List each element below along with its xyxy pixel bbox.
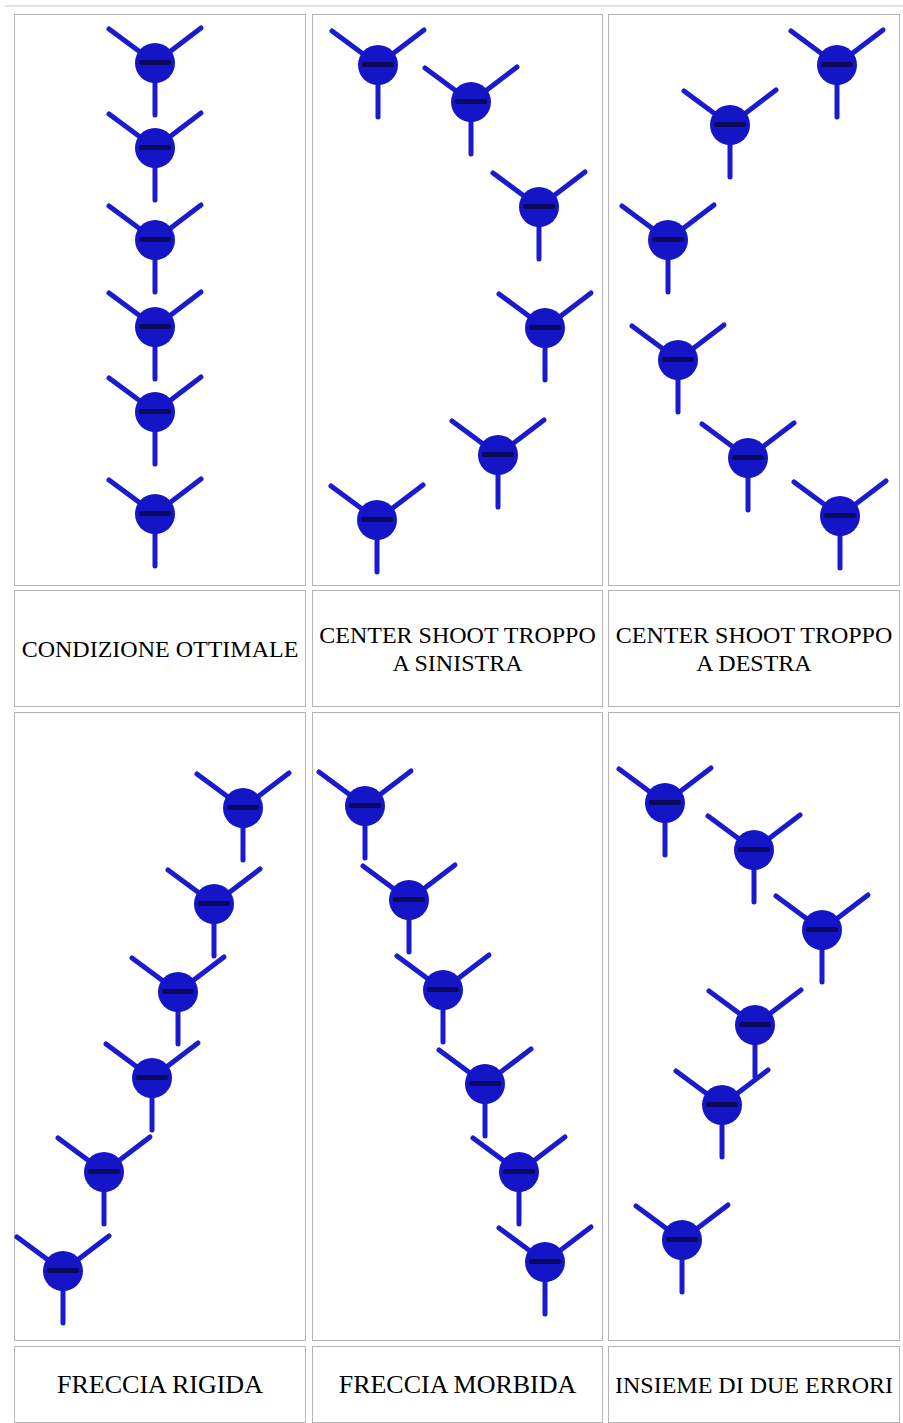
fletching-symbol [632, 325, 724, 412]
label-cell: CENTER SHOOT TROPPO A DESTRA [608, 590, 900, 707]
label-cell: FRECCIA MORBIDA [312, 1346, 603, 1423]
fletching-symbol [702, 423, 794, 510]
fletching-symbol [776, 895, 868, 982]
fletching-symbol [363, 865, 455, 952]
panel-label: CENTER SHOOT TROPPO A DESTRA [609, 621, 899, 677]
fletching-symbol [168, 869, 260, 956]
fletching-symbol [622, 205, 714, 292]
panel-label: CENTER SHOOT TROPPO A SINISTRA [313, 621, 602, 677]
fletching-symbol [132, 957, 224, 1044]
fletching-symbol [332, 30, 424, 117]
fletching-symbol [425, 67, 517, 154]
fletching-symbol [17, 1236, 109, 1323]
fletching-symbol [493, 172, 585, 259]
label-cell: CONDIZIONE OTTIMALE [14, 590, 306, 707]
fletching-symbol [109, 479, 201, 566]
fletching-symbol [109, 28, 201, 115]
label-cell: CENTER SHOOT TROPPO A SINISTRA [312, 590, 603, 707]
fletching-symbol [106, 1043, 198, 1130]
fletching-symbol [109, 205, 201, 292]
fletching-symbol [619, 768, 711, 855]
fletching-symbol [791, 30, 883, 117]
fletching-symbol [708, 815, 800, 902]
panel-label: CONDIZIONE OTTIMALE [16, 635, 305, 663]
label-cell: INSIEME DI DUE ERRORI [608, 1346, 900, 1423]
fletching-symbol [473, 1137, 565, 1224]
fletching-symbol [499, 1227, 591, 1314]
label-cell: FRECCIA RIGIDA [14, 1346, 306, 1423]
fletching-symbol [676, 1070, 768, 1157]
table-cell [608, 14, 900, 586]
fletching-symbol [109, 377, 201, 464]
fletching-symbol [709, 990, 801, 1077]
panel-label: FRECCIA RIGIDA [51, 1369, 269, 1400]
fletching-symbol [197, 773, 289, 860]
fletching-symbol [109, 113, 201, 200]
fletching-symbol [109, 292, 201, 379]
fletching-symbol [499, 293, 591, 380]
fletching-symbol [794, 481, 886, 568]
fletching-symbol [452, 420, 544, 507]
panel-label: INSIEME DI DUE ERRORI [609, 1371, 899, 1399]
fletching-symbol [439, 1049, 531, 1136]
fletching-symbol [331, 485, 423, 572]
fletching-symbol [319, 771, 411, 858]
fletching-symbol [636, 1205, 728, 1292]
fletching-symbol [684, 90, 776, 177]
fletching-symbol [58, 1137, 150, 1224]
table-border [5, 6, 903, 7]
fletching-symbol [397, 955, 489, 1042]
panel-label: FRECCIA MORBIDA [333, 1369, 583, 1400]
